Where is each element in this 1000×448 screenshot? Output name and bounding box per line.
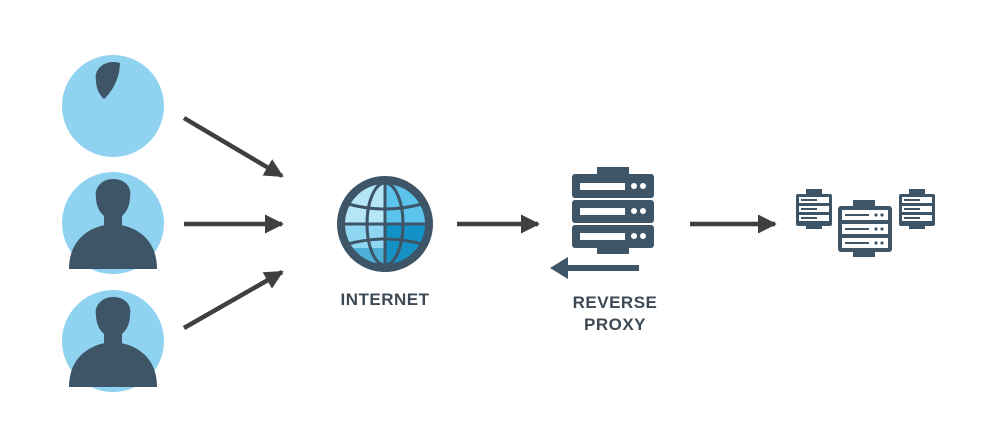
backend-server-icon-1 bbox=[796, 189, 832, 229]
backend-server-icon-2 bbox=[838, 200, 892, 257]
reverse-proxy-label-line2: PROXY bbox=[583, 315, 647, 334]
return-arrow bbox=[550, 257, 639, 279]
user-icon-1 bbox=[62, 55, 164, 157]
internet-label: INTERNET bbox=[340, 290, 430, 309]
globe-icon bbox=[337, 176, 433, 272]
server-icon bbox=[572, 167, 654, 254]
user-icon-2 bbox=[62, 172, 164, 274]
arrow-client1-to-internet bbox=[182, 116, 284, 178]
backend-server-icon-3 bbox=[899, 189, 935, 229]
reverse-proxy-label-line1: REVERSE bbox=[572, 293, 658, 312]
user-icon-3 bbox=[62, 290, 164, 392]
arrow-client3-to-internet bbox=[182, 270, 284, 330]
reverse-proxy-label: REVERSE PROXY bbox=[540, 292, 690, 336]
